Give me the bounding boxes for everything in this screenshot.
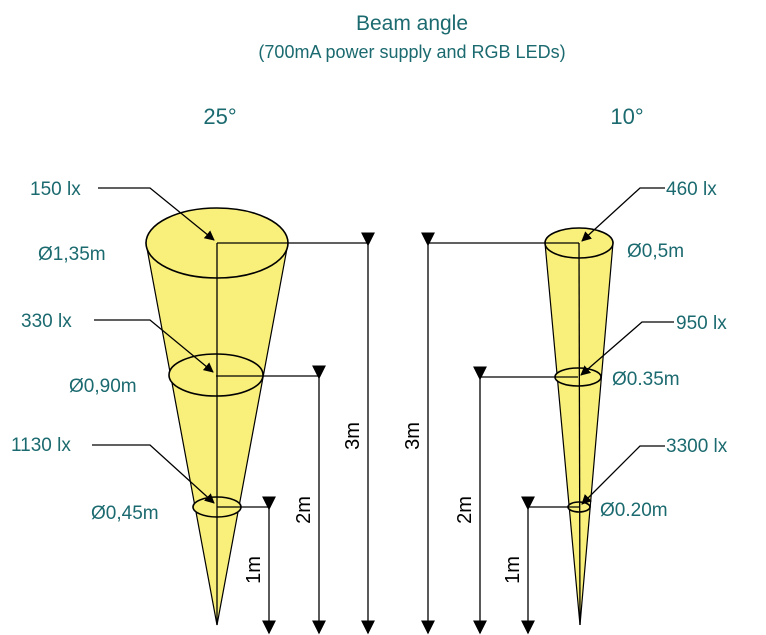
left-distance-1m: 1m — [243, 556, 265, 584]
right-distance-1m: 1m — [502, 556, 524, 584]
left-lux-2m: 330 lx — [21, 311, 72, 332]
left-lux-3m-leader — [98, 187, 215, 241]
diagram-title: Beam angle — [356, 12, 468, 35]
right-distance-3m: 3m — [402, 422, 424, 450]
right-beam-angle: 10° — [610, 104, 643, 129]
right-diameter-2m: Ø0.35m — [612, 369, 680, 390]
right-cone-axis — [578, 242, 581, 626]
left-cone-mid-ellipse — [168, 353, 264, 397]
right-diameter-1m: Ø0.20m — [600, 500, 668, 521]
right-diameter-3m: Ø0,5m — [627, 241, 684, 262]
left-diameter-1m: Ø0,45m — [91, 503, 159, 524]
right-lux-1m: 3300 lx — [666, 436, 728, 457]
left-lux-1m-leader — [92, 444, 215, 504]
left-distance-3m: 3m — [342, 422, 364, 450]
right-lux-2m-leader — [580, 321, 674, 376]
right-cone — [544, 227, 614, 626]
left-lux-2m-leader — [94, 319, 214, 373]
diagram-subtitle: (700mA power supply and RGB LEDs) — [258, 42, 565, 62]
left-diameter-3m: Ø1,35m — [38, 244, 106, 265]
right-lux-3m-leader — [581, 187, 665, 242]
left-beam-angle: 25° — [203, 104, 236, 129]
right-lux-1m-leader — [581, 445, 665, 505]
right-lux-3m: 460 lx — [666, 179, 717, 200]
left-distance-2m: 2m — [293, 496, 315, 524]
right-distance-2m: 2m — [454, 496, 476, 524]
right-lux-2m: 950 lx — [676, 313, 727, 334]
left-diameter-2m: Ø0,90m — [69, 376, 137, 397]
left-cone — [145, 207, 289, 626]
left-lux-1m: 1130 lx — [11, 435, 71, 456]
left-lux-3m: 150 lx — [30, 179, 81, 200]
